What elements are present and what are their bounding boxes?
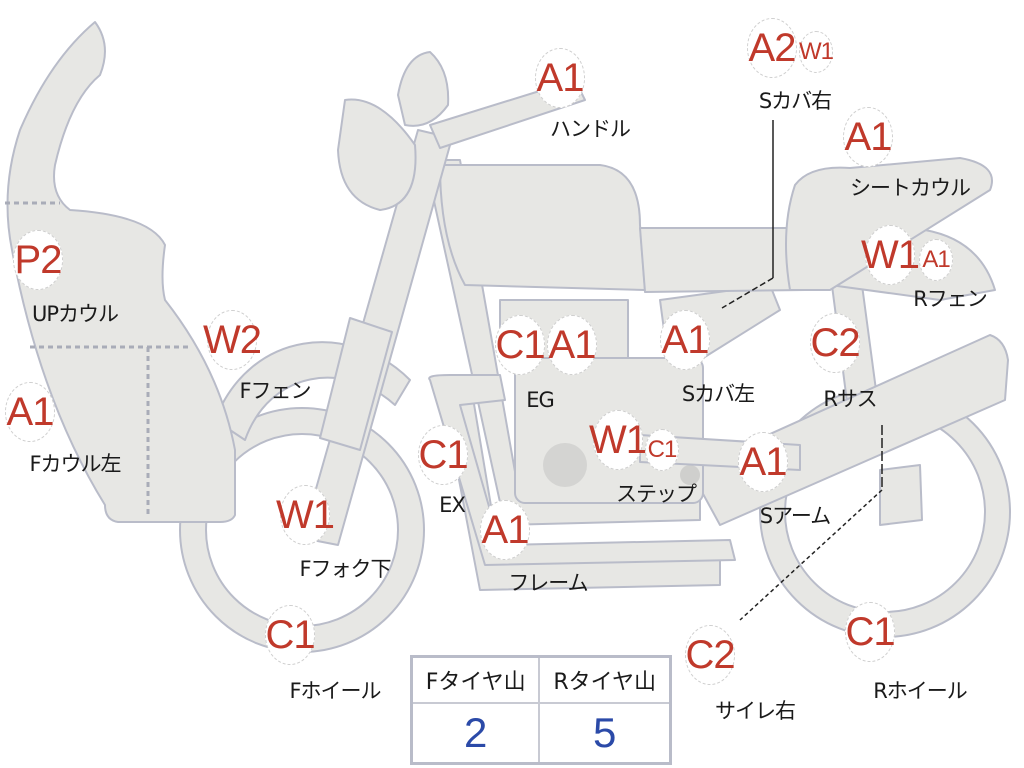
part-label: Sアーム [759, 504, 831, 528]
headlight [337, 98, 417, 211]
rear-tire-header: Rタイヤ山 [538, 655, 672, 704]
damage-code-badge: W2 [203, 310, 262, 370]
front-cowl [6, 21, 236, 523]
damage-code-badge: P2 [13, 230, 63, 290]
part-label: Rサス [823, 387, 877, 411]
tire-tread-table: Fタイヤ山 Rタイヤ山 2 5 [410, 655, 672, 765]
damage-code-badge: C1 [265, 605, 316, 665]
part-label: Rフェン [913, 287, 988, 311]
damage-code-badge: A1 [5, 382, 55, 442]
damage-code-badge: C1 [418, 425, 469, 485]
damage-code-badge: C2 [685, 625, 736, 685]
damage-code-badge: C2 [810, 313, 861, 373]
damage-code-badge: A1 [738, 432, 788, 492]
part-label: シートカウル [850, 176, 971, 200]
part-label: ハンドル [550, 117, 631, 141]
damage-code-badge: W1 [861, 225, 920, 285]
seat-cowl [785, 157, 993, 291]
rear-tire-value: 5 [538, 702, 672, 765]
part-label: Fカウル左 [29, 452, 121, 476]
mirror [397, 51, 450, 127]
damage-code-badge: A1 [843, 107, 893, 167]
damage-code-badge: W1 [589, 410, 648, 470]
damage-code-badge: A1 [547, 315, 597, 375]
damage-code-badge: A2 [747, 18, 797, 78]
damage-code-badge: W1 [276, 485, 335, 545]
damage-code-badge: C1 [645, 429, 679, 471]
part-label: EG [526, 388, 555, 412]
fuel-tank [439, 164, 646, 291]
part-label: EX [439, 493, 466, 517]
part-label: Fフォク下 [299, 557, 391, 581]
damage-code-badge: W1 [799, 31, 834, 73]
damage-code-badge: A1 [660, 310, 710, 370]
seat [639, 227, 806, 293]
front-tire-value: 2 [410, 702, 541, 765]
damage-code-badge: C1 [495, 315, 546, 375]
part-label: Rホイール [873, 679, 968, 703]
part-label: Fホイール [289, 679, 381, 703]
front-tire-header: Fタイヤ山 [410, 655, 541, 704]
part-label: UPカウル [31, 302, 119, 326]
part-label: サイレ右 [715, 699, 796, 723]
part-label: Sカバ右 [758, 89, 832, 113]
part-label: Sカバ左 [681, 382, 755, 406]
part-label: フレーム [508, 571, 588, 595]
damage-code-badge: C1 [845, 602, 896, 662]
part-label: Fフェン [239, 379, 311, 403]
damage-code-badge: A1 [919, 239, 953, 281]
damage-code-badge: A1 [480, 500, 530, 560]
damage-code-badge: A1 [535, 48, 585, 108]
part-label: ステップ [616, 482, 697, 506]
exhaust [428, 374, 736, 566]
